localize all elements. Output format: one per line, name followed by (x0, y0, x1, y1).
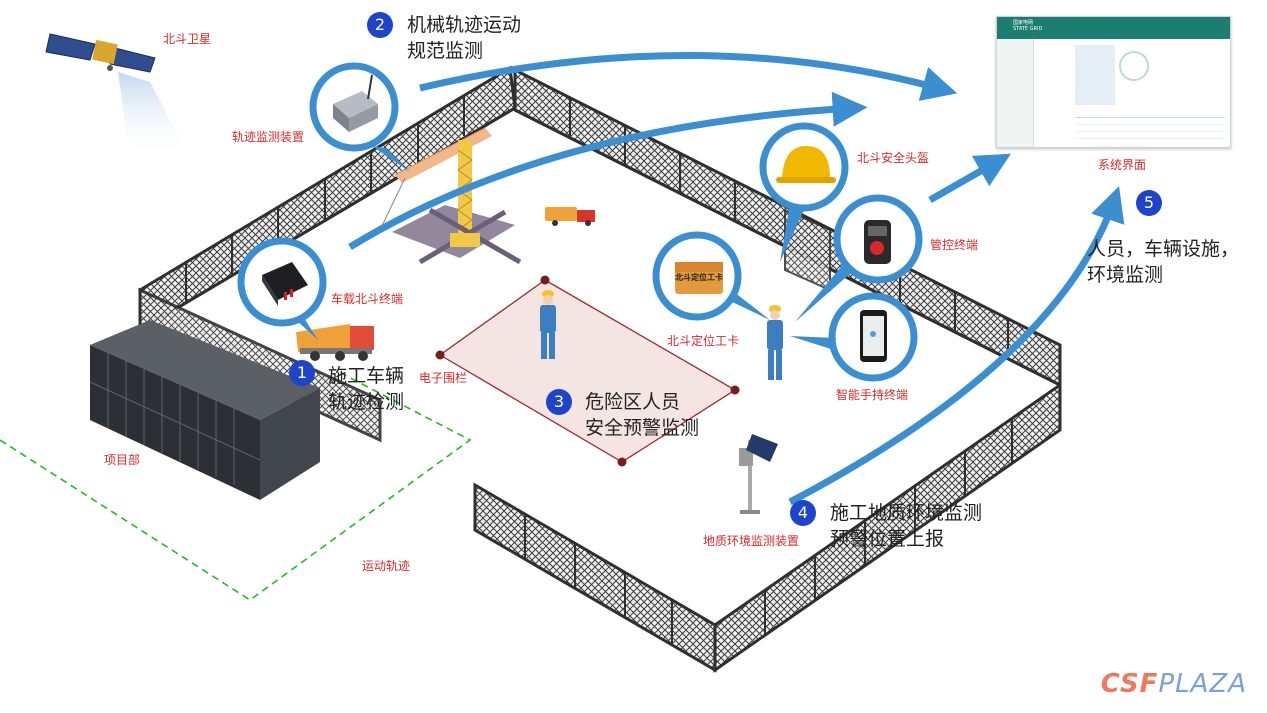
position-card-callout (652, 231, 770, 321)
handheld-terminal-callout (790, 292, 918, 382)
label-project-dept: 项目部 (104, 453, 141, 467)
satellite-icon (45, 33, 156, 73)
danger-zone (435, 275, 740, 467)
label-helmet: 北斗安全头盔 (857, 151, 930, 165)
step-badge-5: 5 (1136, 190, 1162, 216)
step-1-line1: 施工车辆 (328, 365, 405, 387)
label-control-terminal: 管控终端 (930, 238, 979, 252)
step-2-line1: 机械轨迹运动 (407, 14, 522, 36)
motion-track-path (0, 369, 472, 601)
system-ui-crane-view (1075, 45, 1115, 105)
step-text-4: 施工地质环境监测 预警位置上报 (830, 500, 982, 552)
satellite-beam (118, 72, 190, 158)
worker-figure (540, 290, 556, 359)
step-text-1: 施工车辆 轨迹检测 (328, 363, 404, 415)
geo-monitoring-device (739, 434, 778, 514)
step-text-2: 机械轨迹运动 规范监测 (407, 12, 521, 64)
worker-figure-equipped (767, 305, 783, 380)
tower-crane (379, 127, 522, 265)
vehicle-terminal-callout (237, 237, 327, 340)
label-motion-track: 运动轨迹 (362, 559, 411, 573)
system-ui-logo-en: STATE GRID (1013, 26, 1043, 32)
flow-arrow-machinery (419, 52, 958, 101)
control-terminal-callout (795, 194, 923, 322)
logo-part-1: CSF (1100, 669, 1159, 699)
label-track-device: 轨迹监测装置 (232, 130, 305, 144)
helmet-callout (759, 122, 849, 262)
step-5-line1: 人员，车辆设施， (1087, 238, 1240, 260)
system-ui-table (1075, 117, 1225, 144)
system-ui-header: 国家电网 STATE GRID (997, 17, 1230, 39)
step-4-line1: 施工地质环境监测 (830, 502, 983, 524)
step-3-line2: 安全预警监测 (585, 417, 700, 439)
flow-arrow-vehicle (348, 91, 868, 250)
label-satellite: 北斗卫星 (163, 32, 212, 46)
system-ui-screen: 国家电网 STATE GRID (996, 16, 1231, 148)
step-badge-3: 3 (546, 389, 572, 415)
step-3-line1: 危险区人员 (585, 391, 681, 413)
step-4-line2: 预警位置上报 (830, 528, 945, 550)
flow-arrow-environment (788, 186, 1125, 506)
label-handheld-terminal: 智能手持终端 (836, 388, 909, 402)
system-ui-sidebar (997, 39, 1034, 147)
label-position-card: 北斗定位工卡 (667, 334, 740, 348)
logo-part-2: PLAZA (1158, 669, 1247, 699)
step-text-3: 危险区人员 安全预警监测 (585, 389, 699, 441)
system-ui-gauge (1119, 51, 1149, 81)
step-text-5: 人员，车辆设施， 环境监测 (1087, 236, 1239, 288)
flow-arrow-personnel (928, 153, 1011, 204)
step-badge-2: 2 (367, 12, 393, 38)
step-2-line2: 规范监测 (407, 40, 484, 62)
project-department-building (89, 320, 320, 500)
position-card-text: 北斗定位工卡 (675, 273, 723, 282)
label-e-fence: 电子围栏 (419, 371, 468, 385)
label-system-ui: 系统界面 (1098, 158, 1147, 172)
csf-plaza-logo: CSFPLAZA (1101, 669, 1247, 699)
step-1-line2: 轨迹检测 (328, 391, 405, 413)
step-badge-1: 1 (289, 360, 315, 386)
track-device-callout (309, 62, 410, 172)
label-geo-device: 地质环境监测装置 (703, 534, 800, 548)
step-badge-4: 4 (790, 500, 816, 526)
step-5-line2: 环境监测 (1087, 264, 1164, 286)
system-ui-logo-cn: 国家电网 (1013, 20, 1034, 26)
label-vehicle-terminal: 车载北斗终端 (331, 292, 404, 306)
fence-front-left (473, 482, 717, 673)
site-truck-small (545, 207, 595, 226)
